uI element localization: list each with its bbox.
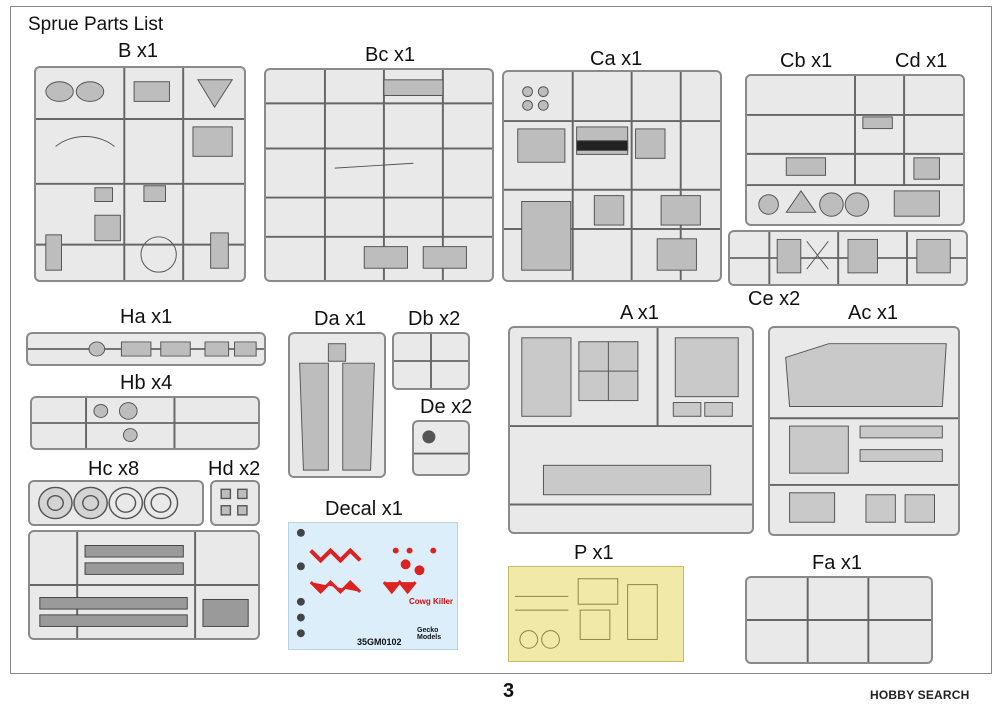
- label-Ac: Ac x1: [848, 302, 899, 324]
- label-Cd: Cd x1: [895, 50, 948, 72]
- sprue-Ce: [728, 230, 968, 286]
- sprue-Ac: [768, 326, 960, 536]
- page-title: Sprue Parts List: [28, 14, 164, 35]
- sprue-Ha: [26, 332, 266, 366]
- watermark: HOBBY SEARCH: [870, 688, 970, 702]
- label-Db: Db x2: [408, 308, 461, 330]
- photo-etch-sheet: [508, 566, 684, 662]
- label-Hc: Hc x8: [88, 458, 140, 480]
- label-Ca: Ca x1: [590, 48, 643, 70]
- decal-brand: Gecko Models: [417, 627, 442, 641]
- decal-text: Cowg Killer: [409, 597, 454, 606]
- sprue-Db: [392, 332, 470, 390]
- sprue-Hb: [30, 396, 260, 450]
- label-P: P x1: [574, 542, 614, 564]
- label-Decal: Decal x1: [325, 498, 403, 520]
- sprue-Hc-tracks: [28, 530, 260, 640]
- label-A: A x1: [620, 302, 659, 324]
- label-Ha: Ha x1: [120, 306, 173, 328]
- page-number: 3: [503, 680, 515, 702]
- sprue-Ca: [502, 70, 722, 282]
- label-Hb: Hb x4: [120, 372, 173, 394]
- label-B: B x1: [118, 40, 159, 62]
- sprue-A: [508, 326, 754, 534]
- sprue-Fa: [745, 576, 933, 664]
- label-Bc: Bc x1: [365, 44, 416, 66]
- sprue-Cb-Cd: [745, 74, 965, 226]
- label-Ce: Ce x2: [748, 288, 801, 310]
- label-Cb: Cb x1: [780, 50, 833, 72]
- sprue-Da: [288, 332, 386, 478]
- label-Hd: Hd x2: [208, 458, 261, 480]
- sprue-B: [34, 66, 246, 282]
- label-Da: Da x1: [314, 308, 367, 330]
- sprue-De: [412, 420, 470, 476]
- sprue-Hd: [210, 480, 260, 526]
- label-De: De x2: [420, 396, 473, 418]
- decal-code: 35GM0102: [357, 637, 402, 647]
- decal-sheet: Cowg Killer 35GM0102 Gecko Models: [288, 522, 458, 650]
- sprue-Bc: [264, 68, 494, 282]
- label-Fa: Fa x1: [812, 552, 863, 574]
- sprue-Hc-wheels: [28, 480, 204, 526]
